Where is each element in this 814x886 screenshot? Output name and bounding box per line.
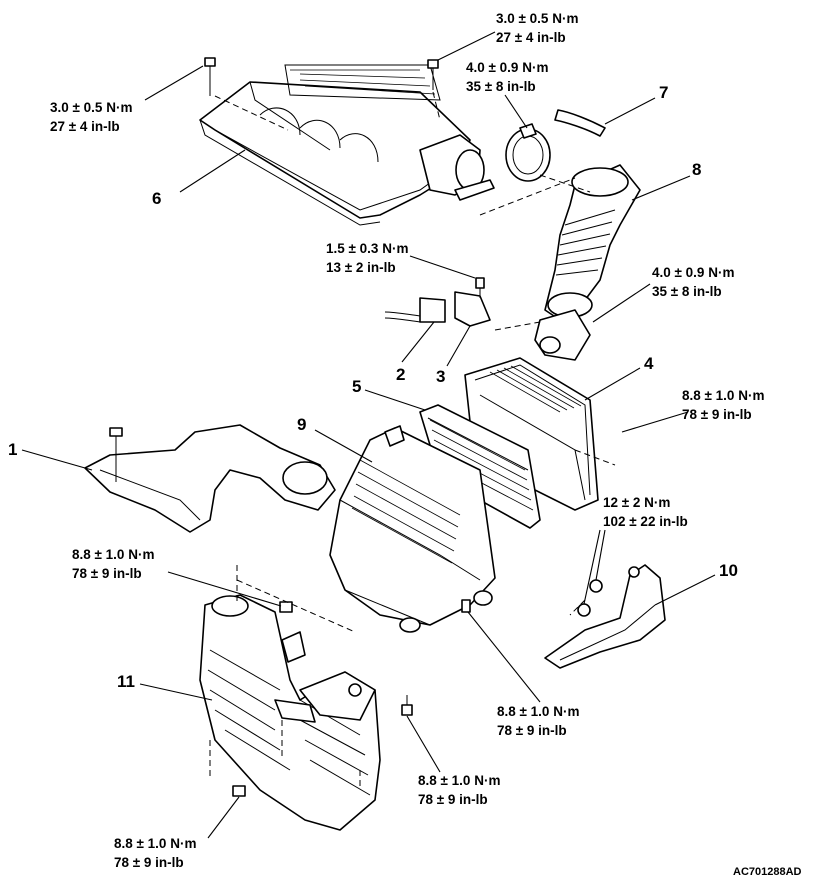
torque-imperial: 27 ± 4 in-lb	[496, 30, 566, 45]
torque-imperial: 78 ± 9 in-lb	[72, 566, 142, 581]
part-number-9: 9	[297, 415, 307, 434]
air-duct-drawing	[84, 424, 336, 533]
connector-and-sensor-drawing	[384, 277, 541, 331]
torque-metric: 3.0 ± 0.5 N·m	[496, 11, 579, 26]
torque-label: 8.8 ± 1.0 N·m 78 ± 9 in-lb	[114, 834, 196, 872]
part-number-4: 4	[644, 354, 654, 373]
part-number-5: 5	[352, 377, 362, 396]
part-number-11: 11	[117, 672, 135, 691]
torque-label: 12 ± 2 N·m 102 ± 22 in-lb	[603, 493, 688, 531]
torque-label: 8.8 ± 1.0 N·m 78 ± 9 in-lb	[682, 386, 764, 424]
part-number-1: 1	[8, 440, 18, 459]
resonator-tank-drawing	[199, 594, 413, 831]
torque-label: 8.8 ± 1.0 N·m 78 ± 9 in-lb	[72, 545, 154, 583]
intake-hose-drawing	[534, 164, 641, 361]
torque-metric: 4.0 ± 0.9 N·m	[466, 60, 549, 75]
clamp-and-hose-drawing	[505, 109, 606, 182]
torque-metric: 4.0 ± 0.9 N·m	[652, 265, 735, 280]
part-number-2: 2	[396, 365, 406, 384]
part-number-7: 7	[659, 83, 669, 102]
assembly-dashed-lines	[209, 91, 616, 790]
leader-lines	[21, 31, 716, 839]
torque-metric: 12 ± 2 N·m	[603, 495, 671, 510]
part-number-3: 3	[436, 367, 446, 386]
torque-label: 8.8 ± 1.0 N·m 78 ± 9 in-lb	[418, 771, 500, 809]
torque-label: 3.0 ± 0.5 N·m 27 ± 4 in-lb	[50, 98, 132, 136]
torque-imperial: 78 ± 9 in-lb	[682, 407, 752, 422]
torque-imperial: 27 ± 4 in-lb	[50, 119, 120, 134]
torque-label: 4.0 ± 0.9 N·m 35 ± 8 in-lb	[466, 58, 548, 96]
air-cleaner-cover-drawing	[199, 57, 495, 226]
torque-metric: 1.5 ± 0.3 N·m	[326, 241, 409, 256]
torque-imperial: 78 ± 9 in-lb	[114, 855, 184, 870]
torque-metric: 8.8 ± 1.0 N·m	[114, 836, 197, 851]
torque-label: 3.0 ± 0.5 N·m 27 ± 4 in-lb	[496, 9, 578, 47]
torque-metric: 8.8 ± 1.0 N·m	[418, 773, 501, 788]
torque-metric: 8.8 ± 1.0 N·m	[497, 704, 580, 719]
torque-imperial: 78 ± 9 in-lb	[418, 792, 488, 807]
part-number-10: 10	[719, 561, 738, 580]
bracket-drawing	[544, 564, 666, 669]
torque-imperial: 35 ± 8 in-lb	[466, 79, 536, 94]
torque-metric: 8.8 ± 1.0 N·m	[682, 388, 765, 403]
torque-imperial: 35 ± 8 in-lb	[652, 284, 722, 299]
torque-metric: 3.0 ± 0.5 N·m	[50, 100, 133, 115]
torque-label: 8.8 ± 1.0 N·m 78 ± 9 in-lb	[497, 702, 579, 740]
torque-imperial: 78 ± 9 in-lb	[497, 723, 567, 738]
torque-label: 1.5 ± 0.3 N·m 13 ± 2 in-lb	[326, 239, 408, 277]
air-cleaner-body-drawing	[329, 425, 496, 633]
torque-label: 4.0 ± 0.9 N·m 35 ± 8 in-lb	[652, 263, 734, 301]
figure-code: AC701288AD	[733, 866, 802, 878]
torque-metric: 8.8 ± 1.0 N·m	[72, 547, 155, 562]
part-number-8: 8	[692, 160, 702, 179]
part-number-6: 6	[152, 189, 162, 208]
torque-imperial: 13 ± 2 in-lb	[326, 260, 396, 275]
torque-imperial: 102 ± 22 in-lb	[603, 514, 688, 529]
